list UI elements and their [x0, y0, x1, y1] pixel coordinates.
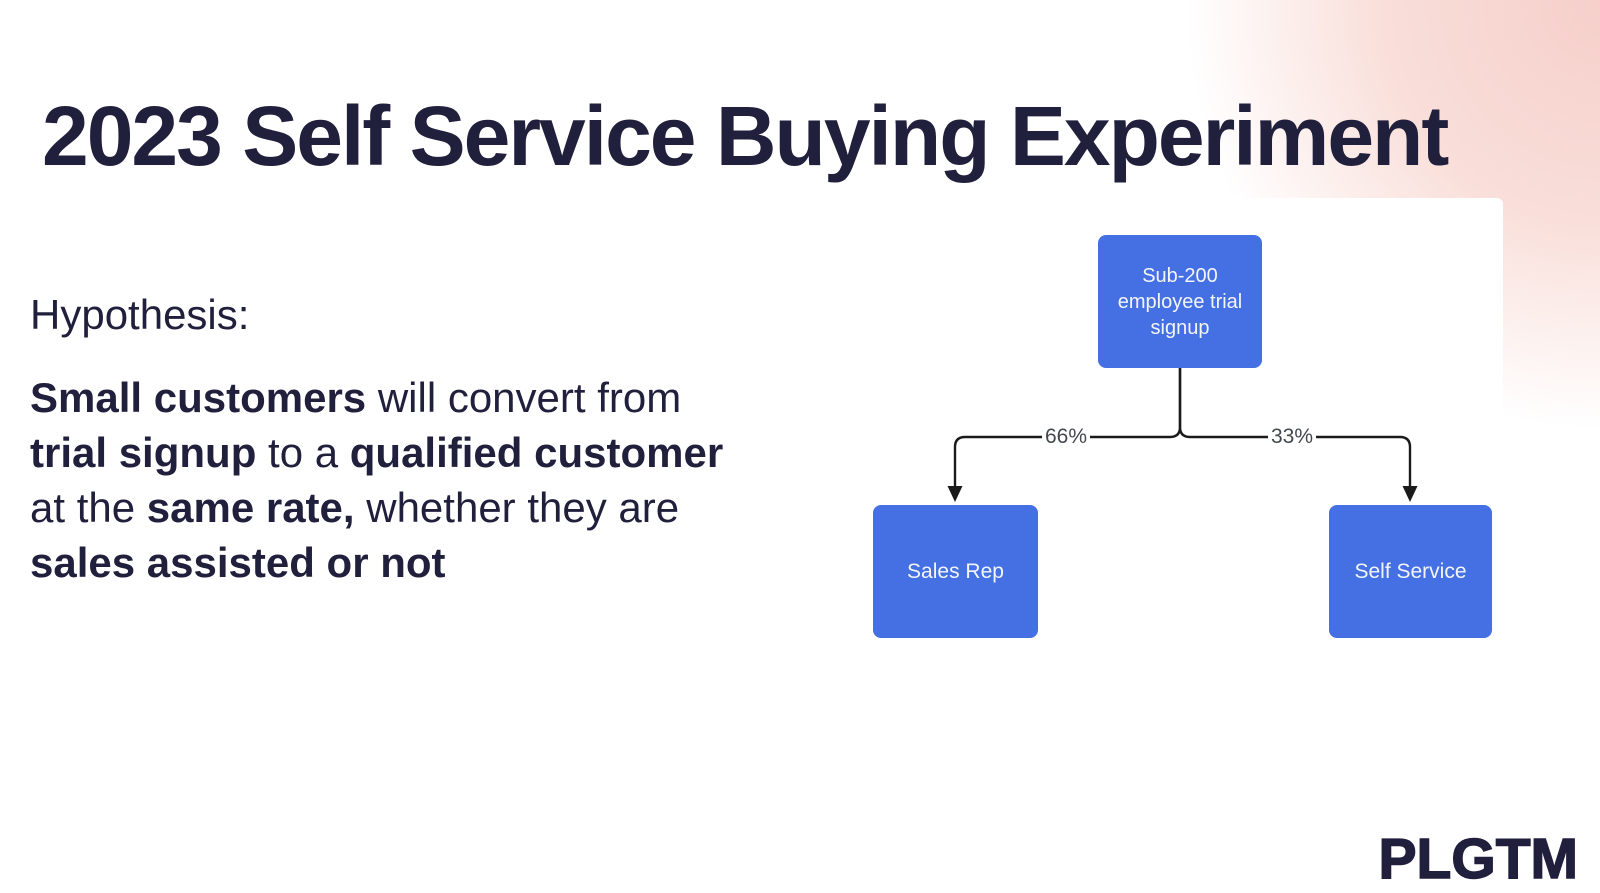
- arrowhead-left-icon: [947, 486, 963, 502]
- arrowhead-right-icon: [1402, 486, 1418, 502]
- brand-logo: PLGTM: [1378, 826, 1579, 892]
- connector-lines: [953, 368, 1412, 487]
- hypothesis-block: Hypothesis: Small customers will convert…: [30, 291, 790, 590]
- branch-percent-right: 33%: [1267, 425, 1317, 449]
- branch-percent-left: 66%: [1041, 425, 1091, 449]
- node-trial-signup: Sub-200 employee trial signup: [1098, 235, 1262, 368]
- node-sales-rep: Sales Rep: [873, 505, 1038, 638]
- node-self-service: Self Service: [1329, 505, 1492, 638]
- page-title: 2023 Self Service Buying Experiment: [42, 89, 1449, 184]
- hypothesis-label: Hypothesis:: [30, 291, 250, 338]
